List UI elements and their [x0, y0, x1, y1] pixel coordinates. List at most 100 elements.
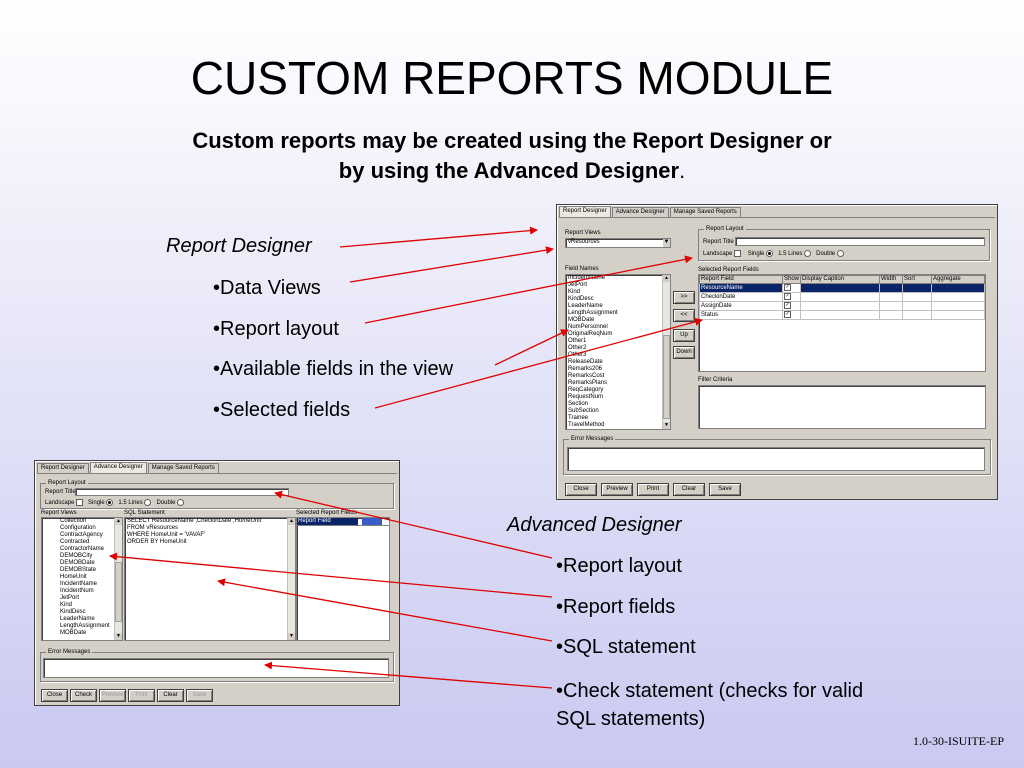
rd-field-item[interactable]: IncidentName	[568, 275, 606, 281]
rd-col-report-field[interactable]: Report Field	[699, 275, 783, 284]
scroll-up-icon[interactable]: ▲	[663, 275, 670, 282]
table-row[interactable]: CheckinDate✓	[699, 292, 985, 303]
ad-landscape-checkbox[interactable]	[76, 499, 84, 506]
ad-view-item[interactable]: LeaderName	[60, 616, 95, 622]
ad-sql-statement-input[interactable]: SELECT ResourceName ,CheckinDate ,HomeUn…	[124, 517, 296, 641]
ad-preview-button[interactable]: Preview	[99, 689, 126, 702]
rd-row-empty-cell[interactable]	[800, 292, 881, 303]
rd-field-item[interactable]: Section	[568, 401, 589, 407]
ad-view-item[interactable]: ContractAgency	[60, 532, 103, 538]
chevron-down-icon[interactable]: ▼	[663, 239, 670, 247]
rd-row-empty-cell[interactable]	[800, 282, 881, 294]
rd-tab-report-designer[interactable]: Report Designer	[559, 206, 611, 217]
rd-field-item[interactable]: RemarksCost	[568, 373, 605, 379]
ad-col-selected-cell[interactable]	[362, 518, 382, 525]
ad-view-item[interactable]: HomeUnit	[60, 574, 87, 580]
rd-row-empty-cell[interactable]	[931, 292, 985, 303]
scroll-thumb[interactable]	[115, 562, 122, 622]
rd-tab-manage-saved[interactable]: Manage Saved Reports	[669, 207, 741, 217]
rd-row-empty-cell[interactable]	[800, 310, 881, 321]
rd-row-show-checkbox[interactable]: ✓	[781, 301, 802, 312]
checkmark-icon[interactable]: ✓	[784, 302, 791, 310]
rd-field-item[interactable]: ReleaseDate	[568, 359, 603, 365]
ad-view-item[interactable]: JetPort	[60, 595, 80, 601]
ad-view-item[interactable]: DEMOBDate	[60, 560, 95, 566]
rd-remove-field-button[interactable]: <<	[673, 309, 695, 322]
rd-field-item[interactable]: Trainee	[568, 415, 589, 421]
rd-preview-button[interactable]: Preview	[601, 483, 633, 496]
rd-row-empty-cell[interactable]	[902, 301, 933, 312]
table-row[interactable]: ResourceName✓	[699, 282, 985, 294]
ad-print-button[interactable]: Print	[128, 689, 155, 702]
rd-row-empty-cell[interactable]	[879, 282, 904, 294]
rd-filter-criteria-input[interactable]	[698, 385, 986, 429]
rd-onehalf-radio[interactable]	[804, 250, 812, 257]
checkmark-icon[interactable]: ✓	[784, 293, 791, 301]
rd-selected-fields-grid[interactable]: Report Field Show Display Caption Width …	[698, 274, 986, 372]
ad-tab-manage-saved[interactable]: Manage Saved Reports	[147, 463, 219, 473]
ad-views-scrollbar[interactable]: ▲ ▼	[114, 518, 122, 640]
rd-save-button[interactable]: Save	[709, 483, 741, 496]
rd-row-show-checkbox[interactable]: ✓	[781, 292, 802, 303]
rd-double-radio[interactable]	[836, 250, 844, 257]
rd-row-empty-cell[interactable]	[879, 301, 904, 312]
scroll-thumb[interactable]	[663, 335, 670, 419]
rd-field-item[interactable]: Other3	[568, 352, 587, 358]
rd-field-item[interactable]: Other2	[568, 345, 587, 351]
ad-tab-advance-designer[interactable]: Advance Designer	[89, 462, 147, 473]
ad-view-item[interactable]: KindDesc	[60, 609, 86, 615]
rd-row-empty-cell[interactable]	[931, 310, 985, 321]
rd-field-item[interactable]: Kind	[568, 289, 581, 295]
scroll-down-icon[interactable]: ▼	[115, 633, 122, 640]
ad-save-button[interactable]: Save	[186, 689, 213, 702]
rd-col-aggregate[interactable]: Aggregate	[931, 275, 985, 284]
ad-view-item[interactable]: ContractorName	[60, 546, 105, 552]
rd-report-views-select[interactable]: vResources ▼	[565, 238, 671, 248]
rd-field-item[interactable]: RequestNum	[568, 394, 604, 400]
ad-view-item[interactable]: DEMOBCity	[60, 553, 93, 559]
rd-clear-button[interactable]: Clear	[673, 483, 705, 496]
ad-col-report-field[interactable]: Report Field	[297, 518, 358, 525]
rd-col-display-caption[interactable]: Display Caption	[800, 275, 881, 284]
ad-view-item[interactable]: IncidentName	[60, 581, 98, 587]
rd-row-field-name[interactable]: AssignDate	[699, 301, 783, 312]
rd-fields-scrollbar[interactable]: ▲ ▼	[662, 275, 670, 429]
rd-row-field-name[interactable]: Status	[699, 310, 783, 321]
rd-field-item[interactable]: KindDesc	[568, 296, 594, 302]
ad-close-button[interactable]: Close	[41, 689, 68, 702]
rd-row-empty-cell[interactable]	[931, 282, 985, 294]
rd-row-empty-cell[interactable]	[902, 310, 933, 321]
ad-double-radio[interactable]	[177, 499, 185, 506]
ad-view-item[interactable]: DEMOBState	[60, 567, 97, 573]
rd-tab-advance-designer[interactable]: Advance Designer	[611, 207, 669, 217]
rd-col-sort[interactable]: Sort	[902, 275, 933, 284]
rd-field-item[interactable]: SubSection	[568, 408, 599, 414]
rd-field-item[interactable]: RemarksPlans	[568, 380, 608, 386]
table-row[interactable]: AssignDate✓	[699, 301, 985, 312]
scroll-down-icon[interactable]: ▼	[663, 422, 670, 429]
ad-view-item[interactable]: Kind	[60, 602, 73, 608]
rd-landscape-checkbox[interactable]	[734, 250, 742, 257]
rd-field-item[interactable]: JetPort	[568, 282, 588, 288]
ad-check-button[interactable]: Check	[70, 689, 97, 702]
rd-row-show-checkbox[interactable]: ✓	[781, 310, 802, 321]
rd-field-item[interactable]: NumPersonnel	[568, 324, 608, 330]
table-row[interactable]: Status✓	[699, 310, 985, 321]
ad-onehalf-radio[interactable]	[144, 499, 152, 506]
rd-print-button[interactable]: Print	[637, 483, 669, 496]
ad-tab-report-designer[interactable]: Report Designer	[37, 463, 89, 473]
ad-view-item[interactable]: MOBDate	[60, 630, 87, 636]
rd-add-field-button[interactable]: >>	[673, 291, 695, 304]
rd-row-empty-cell[interactable]	[902, 292, 933, 303]
ad-view-item[interactable]: Collection	[60, 518, 87, 524]
ad-clear-button[interactable]: Clear	[157, 689, 184, 702]
rd-move-down-button[interactable]: Down	[673, 346, 695, 359]
rd-row-empty-cell[interactable]	[902, 282, 933, 294]
ad-view-item[interactable]: IncidentNum	[60, 588, 94, 594]
checkmark-icon[interactable]: ✓	[784, 311, 791, 319]
rd-field-item[interactable]: TravelMethod	[568, 422, 605, 428]
rd-field-item[interactable]: LeaderName	[568, 303, 603, 309]
rd-row-field-name[interactable]: ResourceName	[699, 282, 783, 294]
